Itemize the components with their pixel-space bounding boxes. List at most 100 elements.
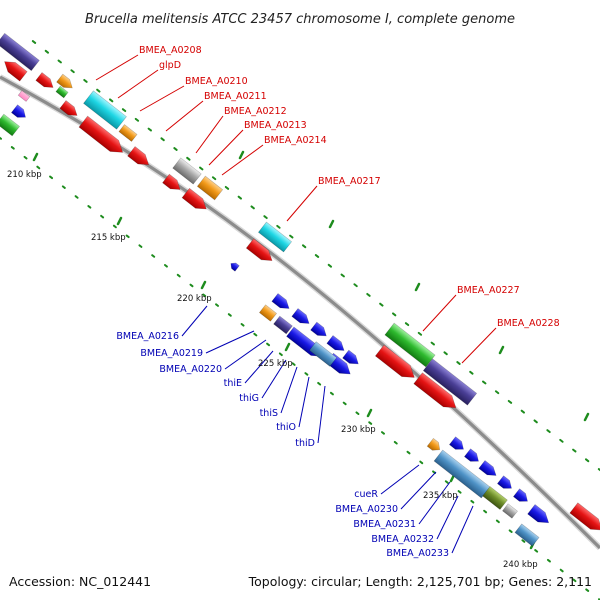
tick-outer-18: [263, 215, 268, 220]
tick-outer-12: [186, 156, 191, 161]
tick-outer-10: [160, 137, 165, 142]
gene-red-g: [181, 187, 207, 210]
gene-label-this[interactable]: thiS: [260, 408, 278, 419]
tick-outer-15: [224, 185, 230, 190]
tick-label-215: 215 kbp: [91, 233, 126, 243]
tick-inner-3: [36, 165, 41, 170]
tick-inner-20: [253, 332, 258, 337]
tick-major-upper-4: [583, 412, 590, 422]
gene-green-c-shape: [55, 85, 69, 99]
gene-blue-a: [10, 104, 26, 118]
leader-lower-1: [205, 330, 255, 354]
tick-outer-22: [314, 254, 320, 258]
gene-label-thig[interactable]: thiG: [239, 393, 259, 404]
gene-label-bmea-a0230[interactable]: BMEA_A0230: [335, 504, 398, 515]
gene-orange-e-shape: [258, 304, 278, 322]
gene-blue-d-shape: [310, 321, 327, 337]
tick-outer-23: [327, 263, 333, 268]
leader-upper-8: [422, 294, 457, 332]
tick-inner-43: [546, 558, 551, 563]
tick-outer-43: [584, 458, 590, 463]
chromosome-backbone-line: [0, 75, 600, 550]
gene-label-bmea-a0213[interactable]: BMEA_A0213: [244, 120, 307, 131]
gene-label-bmea-a0231[interactable]: BMEA_A0231: [353, 519, 416, 530]
gene-blue-n-shape: [527, 504, 550, 524]
gene-label-bmea-a0211[interactable]: BMEA_A0211: [204, 91, 267, 102]
gene-label-bmea-a0212[interactable]: BMEA_A0212: [224, 106, 287, 117]
gene-label-bmea-a0232[interactable]: BMEA_A0232: [371, 534, 434, 545]
gene-cyan-b: [257, 221, 293, 253]
tick-major-3: [284, 342, 291, 352]
leader-upper-2: [139, 85, 185, 112]
gene-blue-k-shape: [478, 460, 497, 476]
gene-label-bmea-a0214[interactable]: BMEA_A0214: [264, 135, 327, 146]
gene-blue-o: [230, 262, 240, 272]
leader-upper-1: [117, 69, 159, 99]
tick-outer-11: [173, 147, 178, 151]
gene-blue-a-shape: [10, 104, 26, 118]
gene-blue-b-shape: [271, 293, 290, 309]
gene-blue-m-shape: [512, 488, 528, 502]
tick-inner-37: [470, 499, 475, 504]
tick-outer-6: [108, 98, 114, 103]
gene-label-bmea-a0227[interactable]: BMEA_A0227: [457, 285, 520, 296]
leader-lower-5: [280, 366, 298, 414]
tick-major-upper-2: [414, 282, 421, 292]
tick-inner-27: [342, 401, 347, 406]
gene-label-bmea-a0228[interactable]: BMEA_A0228: [497, 318, 560, 329]
tick-outer-36: [494, 390, 500, 395]
tick-label-220: 220 kbp: [177, 294, 212, 304]
tick-outer-30: [417, 331, 423, 336]
gene-label-bmea-a0216[interactable]: BMEA_A0216: [116, 331, 179, 342]
gene-orange-b: [118, 124, 138, 142]
tick-outer-9: [147, 127, 152, 132]
gene-label-bmea-a0210[interactable]: BMEA_A0210: [185, 76, 248, 87]
gene-green-b-shape: [0, 113, 20, 137]
tick-inner-45: [572, 578, 577, 583]
gene-green-a-shape: [384, 322, 436, 368]
tick-inner-15: [189, 283, 194, 288]
gene-blue-f: [342, 349, 359, 365]
gene-label-glpd[interactable]: glpD: [159, 60, 181, 71]
tick-major-4: [366, 408, 373, 418]
tick-inner-4: [49, 175, 54, 180]
gene-label-cuer[interactable]: cueR: [354, 489, 378, 500]
gene-label-thie[interactable]: thiE: [224, 378, 242, 389]
tick-inner-0: [0, 136, 2, 140]
gene-red-h-shape: [245, 238, 273, 261]
tick-outer-25: [353, 283, 358, 288]
gene-orange-c-shape: [196, 175, 224, 201]
gene-steel-c-shape: [514, 523, 540, 547]
gene-red-b: [35, 72, 54, 88]
tick-inner-30: [380, 431, 385, 435]
gene-label-bmea-a0208[interactable]: BMEA_A0208: [139, 45, 202, 56]
gene-label-bmea-a0219[interactable]: BMEA_A0219: [140, 348, 203, 359]
tick-outer-28: [391, 312, 397, 317]
gene-cyan-a-shape: [83, 90, 127, 130]
gene-gray-b-shape: [502, 503, 518, 519]
gene-red-h: [245, 238, 273, 261]
gene-label-bmea-a0217[interactable]: BMEA_A0217: [318, 176, 381, 187]
tick-inner-39: [495, 519, 500, 524]
tick-inner-25: [317, 381, 322, 386]
gene-blue-l: [496, 475, 512, 489]
gene-label-thio[interactable]: thiO: [276, 422, 296, 433]
gene-blue-e-shape: [326, 335, 345, 351]
gene-label-bmea-a0220[interactable]: BMEA_A0220: [159, 364, 222, 375]
leader-lower-4: [261, 359, 287, 399]
gene-purple-b: [422, 358, 478, 406]
tick-inner-38: [483, 509, 488, 514]
tick-inner-47: [598, 598, 600, 600]
tick-inner-8: [100, 214, 105, 219]
gene-steel-b: [308, 341, 338, 367]
gene-red-e: [127, 146, 150, 166]
gene-label-thid[interactable]: thiD: [295, 438, 315, 449]
gene-blue-e: [326, 335, 345, 351]
genes-layer: [0, 32, 600, 547]
tick-inner-18: [227, 313, 232, 317]
tick-outer-7: [121, 108, 127, 113]
gene-label-bmea-a0233[interactable]: BMEA_A0233: [386, 548, 449, 559]
gene-red-j: [413, 372, 457, 409]
gene-red-e-shape: [127, 146, 150, 166]
gene-red-j-shape: [413, 372, 457, 409]
